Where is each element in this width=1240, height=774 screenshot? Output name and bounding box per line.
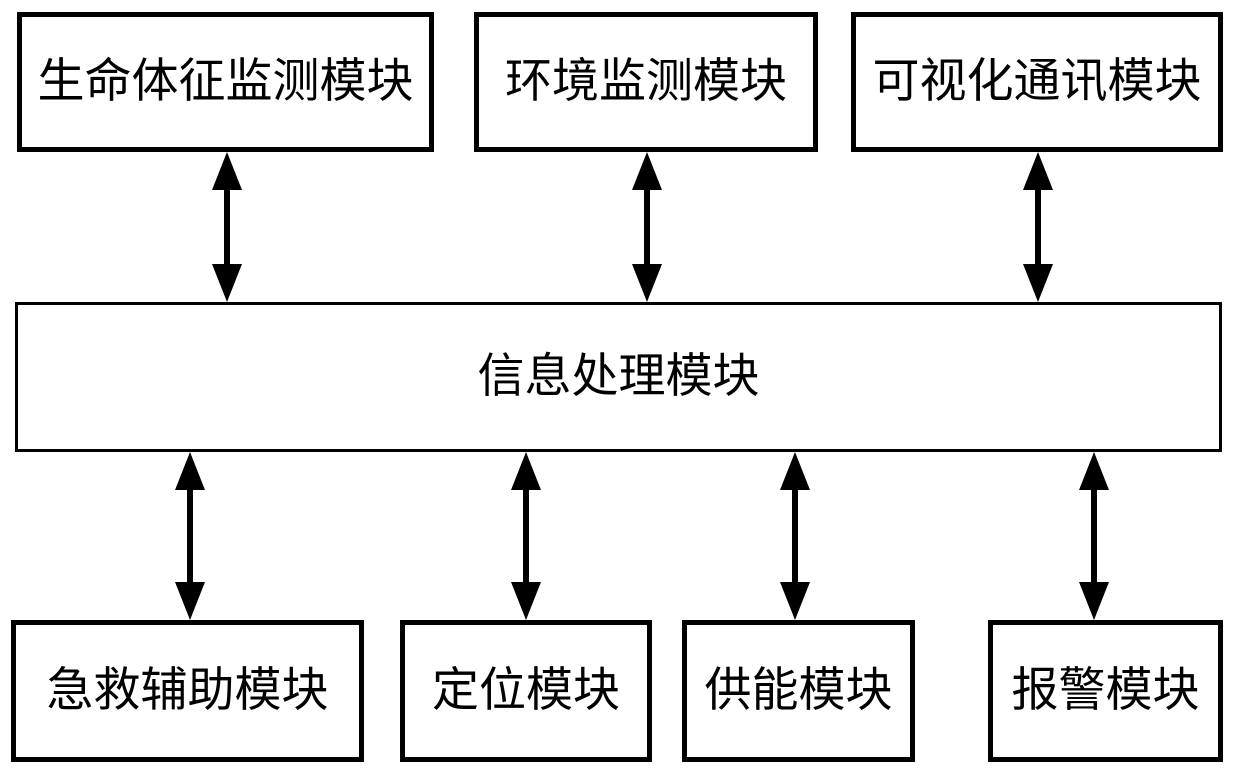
node-visual-communication-module: 可视化通讯模块 (851, 12, 1223, 152)
arrow-processing-positioning-bidirectional-icon (511, 452, 541, 620)
node-vital-signs-monitoring-module: 生命体征监测模块 (17, 12, 434, 152)
node-information-processing-module: 信息处理模块 (15, 302, 1222, 452)
node-environment-monitoring-module: 环境监测模块 (474, 12, 818, 152)
node-label: 报警模块 (1011, 664, 1200, 717)
node-first-aid-assist-module: 急救辅助模块 (11, 620, 364, 762)
arrow-vital-signs-processing-bidirectional-icon (212, 152, 242, 302)
node-label: 定位模块 (432, 664, 620, 717)
node-label: 信息处理模块 (477, 350, 760, 403)
node-label: 环境监测模块 (505, 55, 787, 108)
node-label: 可视化通讯模块 (872, 55, 1202, 108)
node-alarm-module: 报警模块 (988, 620, 1223, 762)
arrow-visual-comm-processing-bidirectional-icon (1023, 152, 1053, 302)
node-label: 急救辅助模块 (46, 664, 329, 717)
node-label: 生命体征监测模块 (37, 55, 414, 108)
node-power-supply-module: 供能模块 (682, 620, 915, 762)
arrow-processing-first-aid-bidirectional-icon (175, 452, 205, 620)
node-label: 供能模块 (704, 664, 893, 717)
arrow-environment-processing-bidirectional-icon (632, 152, 662, 302)
arrow-processing-alarm-bidirectional-icon (1079, 452, 1109, 620)
node-positioning-module: 定位模块 (400, 620, 652, 762)
arrow-processing-power-bidirectional-icon (780, 452, 810, 620)
